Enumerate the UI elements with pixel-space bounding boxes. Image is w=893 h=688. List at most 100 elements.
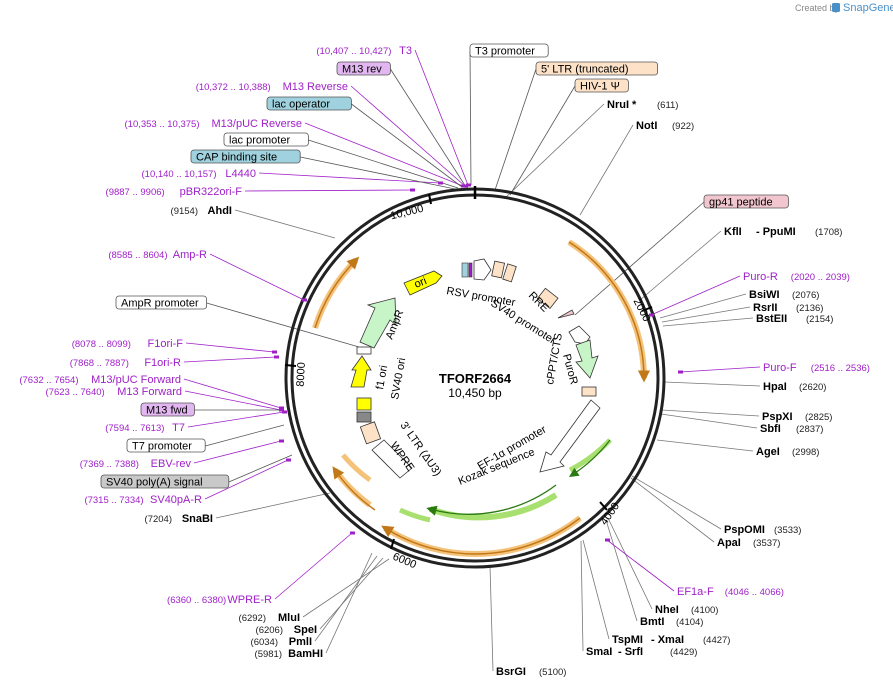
enzyme-bmti-position: (4104) (676, 617, 703, 628)
feature-box-5-ltr-truncated- (535, 61, 658, 76)
3ltr-feature (359, 421, 382, 445)
enzyme-ahdi-name: AhdI (208, 205, 232, 217)
enzyme-pspomi-name: PspOMI (724, 524, 765, 536)
wpre-feature (371, 439, 413, 479)
sv40-polya-feature (356, 411, 372, 423)
primer-t7-name: T7 (172, 422, 185, 434)
leader-rsrii (661, 306, 751, 323)
primer-pbr322ori-f-range: (9887 .. 9906) (106, 187, 165, 198)
leader-nhei (607, 517, 653, 610)
primer-amp-r-name: Amp-R (173, 249, 207, 261)
feature-label-sv40-poly-a-signal: SV40 poly(A) signal (106, 477, 203, 489)
feature-label-t7-promoter: T7 promoter (132, 441, 192, 453)
leader-agei (656, 439, 754, 452)
enzyme-bsteii-name: BstEII (756, 313, 787, 325)
leader-kfli (639, 230, 722, 301)
leader-ahdi (234, 209, 336, 239)
feature-label-t3-promoter: T3 promoter (475, 46, 535, 58)
5ltr-feature (491, 260, 506, 279)
green-arc-2 (398, 507, 431, 523)
leader-pspomi (631, 475, 722, 530)
primer-amp-r-mark (302, 298, 307, 302)
leader-primer-t7 (187, 411, 285, 428)
primer-puro-r-name: Puro-R (743, 271, 778, 283)
primer-t3-name: T3 (399, 45, 412, 57)
leader-primer-amp-r (209, 253, 305, 301)
enzyme-hpai-name: HpaI (763, 381, 787, 393)
primer-ef1a-f-mark (605, 538, 610, 542)
rre-feature (536, 287, 559, 310)
leader-primer-sv40pa-r (204, 459, 289, 500)
feature-label-cap-binding-site: CAP binding site (196, 152, 277, 164)
enzyme-kfli-position: (1708) (815, 227, 842, 238)
leader-feature-5-ltr-truncated- (494, 68, 537, 191)
ruler-label-6000: 6000 (391, 551, 418, 572)
plasmid-size: 10,450 bp (448, 386, 502, 400)
primer-f1ori-r-name: F1ori-R (144, 357, 181, 369)
enzyme-bamhi-position: (5981) (255, 649, 282, 660)
primer-f1ori-r-range: (7868 .. 7887) (70, 358, 129, 369)
enzyme-nhei-name: NheI (655, 604, 679, 616)
enzyme-pspxi-position: (2825) (805, 412, 832, 423)
primer-m13-forward-range: (7623 .. 7640) (46, 387, 105, 398)
ampr-promoter-feature (356, 346, 372, 355)
primer-pbr322ori-f-mark (410, 188, 415, 192)
leader-feature-lac-promoter (308, 139, 459, 189)
enzyme-noti-name: NotI (636, 120, 657, 132)
feature-box-cap-binding-site (190, 149, 301, 164)
leader-primer-m13-reverse (350, 85, 466, 187)
primer-t3-mark (466, 183, 471, 187)
feature-box-ampr-promoter (115, 295, 207, 310)
primer-puro-f-mark (678, 370, 683, 374)
orf-arcs (312, 239, 650, 558)
primer-wpre-r-range: (6360 .. 6380) (167, 595, 226, 606)
leader-nrui (504, 103, 605, 199)
primer-m13-puc-forward-range: (7632 .. 7654) (19, 375, 78, 386)
ruler-tick-2000 (641, 306, 653, 312)
enzyme-nrui-position: (611) (657, 100, 678, 111)
feature-label-ampr-promoter: AmpR promoter (121, 298, 199, 310)
enzyme-pmli-name: PmlI (289, 636, 312, 648)
leader-bsteii (662, 317, 754, 327)
plasmid-name: TFORF2664 (439, 371, 512, 386)
leader-feature-t3-promoter (469, 50, 472, 186)
leader-bmti (605, 519, 638, 622)
leader-primer-f1ori-f (185, 342, 275, 353)
feature-label-gp41-peptide: gp41 peptide (709, 197, 773, 209)
primer-m13-puc-reverse-mark (461, 184, 466, 188)
credit-label: Created by (795, 3, 840, 13)
primer-wpre-r-name: WPRE-R (227, 594, 272, 606)
feature-labels: NruI *(611)NotI(922)KflI- PpuMI(1708)Bsi… (19, 43, 870, 678)
enzyme-sbfi-position: (2837) (796, 424, 823, 435)
enzyme-apai-name: ApaI (717, 537, 741, 549)
primer-t7-range: (7594 .. 7613) (105, 423, 164, 434)
enzyme-bsteii-position: (2154) (806, 314, 833, 325)
leader-feature-m13-rev (390, 68, 467, 188)
leader-primer-puro-f (679, 366, 761, 373)
feature-box-t7-promoter (126, 438, 206, 453)
enzyme-rsrii-name: RsrII (753, 302, 777, 314)
enzyme-bsrgi-position: (5100) (539, 667, 566, 678)
green-arrow-3 (568, 439, 611, 477)
primer-m13-forward-mark (279, 408, 284, 412)
primer-f1ori-f-range: (8078 .. 8099) (72, 339, 131, 350)
ruler-tick-10000 (428, 193, 432, 205)
feature-label-hiv-1-: HIV-1 Ψ (580, 81, 620, 93)
f1-ori-feature (350, 355, 372, 388)
primer-m13-puc-forward-mark (279, 406, 284, 410)
leader-primer-ebv-rev (193, 440, 282, 464)
ruler-tick-4000 (599, 501, 608, 511)
primer-wpre-r-mark (350, 531, 355, 535)
feature-box-sv40-poly-a-signal (100, 474, 230, 489)
enzyme-spei-name: SpeI (294, 624, 317, 636)
rsv-promoter-feature (473, 258, 492, 281)
primer-l4440-mark (438, 181, 443, 185)
ampr-feature (359, 297, 397, 349)
leader-feature-cap-binding-site (300, 156, 456, 190)
leader-feature-gp41-peptide (574, 201, 705, 316)
primer-t3-range: (10,407 .. 10,427) (316, 46, 391, 57)
primer-sv40pa-r-range: (7315 .. 7334) (84, 495, 143, 506)
primer-ef1a-f-range: (4046 .. 4066) (725, 587, 784, 598)
cppt-feature (581, 386, 597, 397)
